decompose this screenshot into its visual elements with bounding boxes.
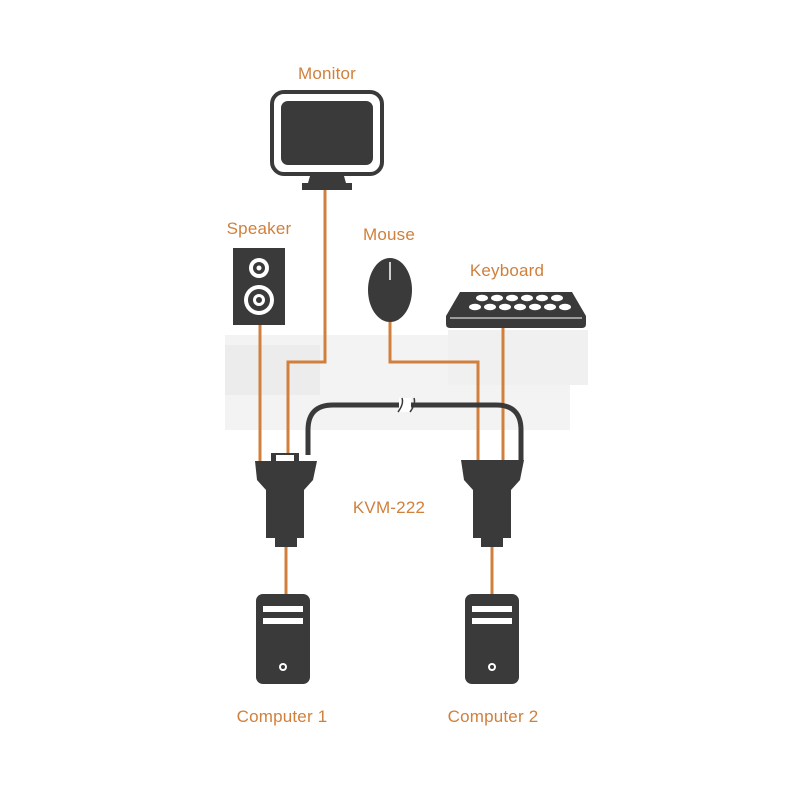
mouse-icon — [368, 258, 412, 322]
backdrop — [225, 330, 588, 430]
kvm-adapter-icon — [461, 460, 524, 547]
computer1-label: Computer 1 — [236, 707, 328, 726]
monitor-icon — [270, 90, 384, 190]
computer-tower-icon — [465, 594, 519, 684]
monitor-cable — [286, 190, 327, 455]
mouse-label: Mouse — [362, 225, 416, 244]
kvm-label: KVM-222 — [352, 498, 426, 517]
keyboard-icon — [446, 292, 586, 328]
computer2-label: Computer 2 — [447, 707, 539, 726]
keyboard-label: Keyboard — [469, 261, 545, 280]
computer-tower-icon — [256, 594, 310, 684]
cables — [258, 190, 505, 595]
kvm-link-cable — [305, 397, 524, 460]
speaker-icon — [233, 248, 285, 325]
mouse-cable — [388, 322, 480, 460]
speaker-label: Speaker — [226, 219, 292, 238]
kvm-adapter-icon — [255, 453, 317, 547]
monitor-label: Monitor — [297, 64, 357, 83]
